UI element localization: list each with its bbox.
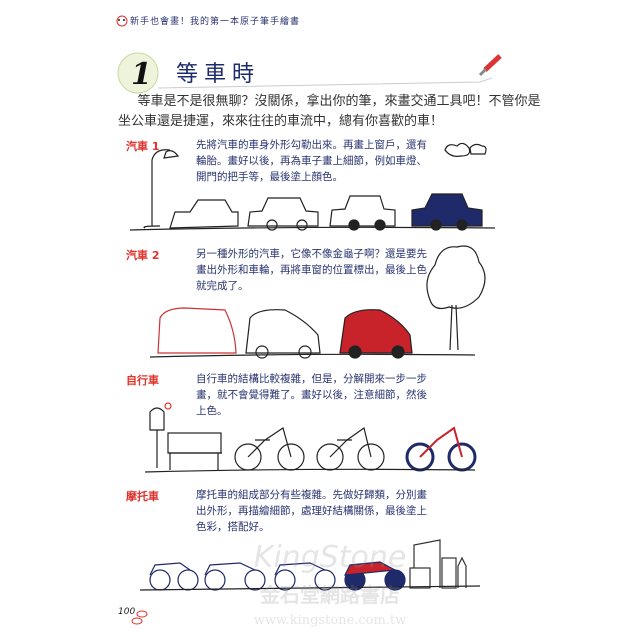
watermark-name: 金石堂網路書店 [260,583,400,607]
bicycles-drawing [144,402,477,473]
section-text-motorcycle: 摩托車的組成部分有些複雜。先做好歸類，分別畫出外形，再描繪細節，處理好結構關係，… [196,489,427,533]
svg-text:1: 1 [131,57,152,92]
section-label-motorcycle: 摩托車 [126,490,159,503]
page-number: 100 [118,607,136,617]
motorcycles-drawing [139,539,481,591]
section-label-car-1: 汽車 1 [126,140,160,153]
watermark-url: www.kingstone.com.tw [253,613,407,628]
title-underline [157,77,493,89]
pen-icon [478,54,502,77]
section-label-car-2: 汽車 2 [126,249,160,262]
cars-2-drawing [149,245,486,359]
running-header: 新手也會畫！我的第一本原子筆手繪書 [130,17,301,27]
section-label-bicycle: 自行車 [126,374,159,387]
intro-paragraph: 等車是不是很無聊？沒關係，拿出你的筆，來畫交通工具吧！不管你是坐公車還是捷運，來… [118,94,541,129]
chapter-badge-icon: 1 [117,52,159,94]
section-text-bicycle: 自行車的結構比較複雜，但是，分解開來一步一步畫，就不會覺得難了。畫好以後，注意細… [196,373,427,417]
chapter-title: 等車時 [176,62,261,87]
header-logo-icon [116,15,128,27]
page-candy-icon [131,610,148,625]
section-text-car-1: 先將汽車的車身外形勾勒出來。再畫上窗戶，還有輪胎。畫好以後，再為車子畫上細節，例… [196,139,427,183]
watermark-brand: KingStone [253,540,407,575]
section-text-car-2: 另一種外形的汽車，它像不像金龜子啊？還是要先畫出外形和車輪，再將車窗的位置標出，… [196,248,427,292]
cars-1-drawing [129,142,496,231]
